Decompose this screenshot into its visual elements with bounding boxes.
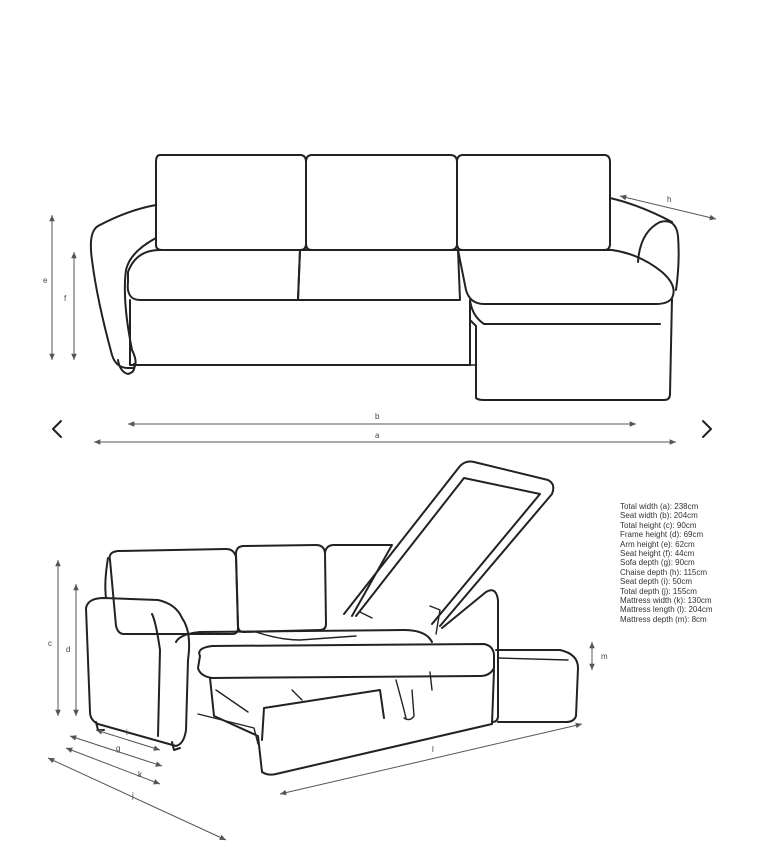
storage-lid-inner	[355, 477, 541, 625]
chevron-left-icon	[52, 420, 62, 438]
spec-item: Chaise depth (h): 115cm	[620, 567, 708, 577]
spec-item: Seat height (f): 44cm	[620, 549, 695, 559]
back-frame-right	[609, 197, 673, 223]
bottom-dimensions: c d m i g k j l	[47, 560, 608, 841]
previous-image-button[interactable]	[42, 414, 72, 444]
spec-item: Total depth (j): 155cm	[620, 586, 697, 596]
spec-item: Mattress length (l): 204cm	[620, 605, 713, 615]
seat-surface	[175, 629, 433, 643]
label-a: a	[375, 431, 380, 440]
spec-item: Frame height (d): 69cm	[620, 530, 704, 540]
dimension-specs-list: Total width (a): 238cm Seat width (b): 2…	[620, 502, 712, 624]
label-c: c	[48, 639, 52, 648]
bed-back-cushion-right	[324, 544, 393, 617]
right-arm	[637, 220, 680, 291]
bed-mechanism-legs	[215, 671, 433, 721]
spec-item: Sofa depth (g): 90cm	[620, 558, 695, 568]
spec-item: Seat depth (i): 50cm	[620, 577, 693, 587]
spec-item: Total width (a): 238cm	[620, 502, 699, 511]
label-g: g	[116, 744, 120, 753]
label-m: m	[601, 652, 608, 661]
chaise-storage-box	[495, 649, 579, 723]
spec-item: Mattress depth (m): 8cm	[620, 614, 707, 624]
spec-item: Arm height (e): 62cm	[620, 539, 695, 549]
sofa-bed-open-view	[85, 460, 579, 776]
top-dimensions: e f b a h	[43, 194, 717, 445]
left-arm	[89, 225, 157, 369]
chaise-cushion	[457, 249, 675, 305]
chaise-front-edge	[469, 299, 661, 325]
spec-item: Mattress width (k): 130cm	[620, 596, 712, 606]
label-f: f	[64, 294, 67, 303]
spec-item: Total height (c): 90cm	[620, 520, 697, 530]
back-cushion-right	[456, 154, 611, 251]
label-j: j	[131, 791, 134, 800]
seat-cushion-middle	[297, 249, 461, 301]
back-frame-left	[97, 204, 157, 227]
label-d: d	[66, 645, 70, 654]
label-b: b	[375, 412, 380, 421]
chaise-frame-arm	[441, 589, 499, 723]
chaise-base	[469, 297, 673, 401]
seat-cushion-left	[126, 249, 301, 301]
bed-frame	[209, 669, 495, 776]
label-l: l	[432, 745, 434, 754]
back-cushion-left	[155, 154, 307, 251]
bed-back-cushion-left	[108, 548, 239, 635]
next-image-button[interactable]	[692, 414, 722, 444]
spec-item: Seat width (b): 204cm	[620, 511, 698, 521]
bed-front-arm	[85, 597, 191, 747]
label-h: h	[667, 195, 671, 204]
bed-back-cushion-middle	[235, 544, 327, 633]
sofa-base	[129, 299, 471, 366]
left-foot	[117, 359, 136, 375]
storage-lid	[343, 460, 555, 627]
label-e: e	[43, 276, 48, 285]
label-k: k	[138, 770, 143, 779]
bed-front-arm-inner	[151, 613, 161, 737]
mattress	[197, 643, 495, 679]
back-cushion-middle	[305, 154, 458, 251]
sofa-front-view	[89, 154, 680, 401]
label-i: i	[126, 728, 128, 737]
bed-frame-inner	[261, 689, 385, 741]
chevron-right-icon	[702, 420, 712, 438]
